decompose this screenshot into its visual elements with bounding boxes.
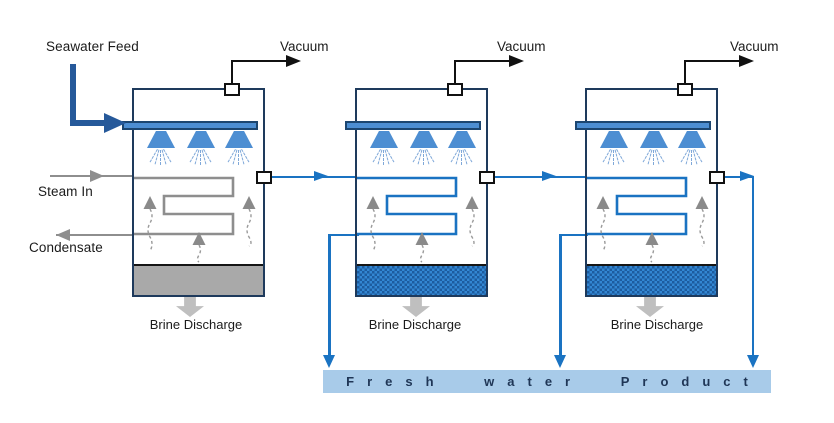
- vapor-arrow-icon: [415, 232, 429, 263]
- spray-mist: [406, 148, 442, 167]
- condensate-drain-drop-2: [328, 234, 331, 356]
- vapor-arrow-icon: [143, 196, 157, 252]
- condensate-arrowhead-icon: [56, 228, 70, 241]
- spray-mist: [444, 148, 480, 167]
- spray-mist: [674, 148, 710, 167]
- condensate-drain-arrowhead-2-icon: [323, 355, 336, 368]
- seawater-feed-arrow-run: [70, 120, 106, 126]
- flash-chamber-2: [345, 83, 495, 297]
- brine-discharge-arrow-icon: [176, 296, 204, 317]
- vacuum-port: [224, 83, 240, 96]
- final-product-drop-line: [751, 176, 755, 356]
- vapor-outlet-port: [256, 171, 272, 184]
- vapor-outlet-port: [709, 171, 725, 184]
- vapor-arrow-icon: [192, 232, 206, 263]
- final-product-arrowhead-icon: [747, 355, 759, 368]
- seawater-feed-arrow: [70, 64, 76, 126]
- brine-discharge-label-1: Brine Discharge: [149, 317, 243, 332]
- spray-nozzle-icon: [678, 131, 706, 148]
- vapor-outlet-port: [479, 171, 495, 184]
- spray-header: [345, 121, 481, 130]
- brine-discharge-arrow-icon: [636, 296, 664, 317]
- vapor-arrow-icon: [465, 196, 479, 247]
- vacuum-line-3-run: [684, 60, 741, 62]
- vapor-arrow-icon: [645, 232, 659, 263]
- brine-pool: [134, 264, 263, 295]
- spray-nozzle-icon: [147, 131, 175, 148]
- vapor-arrowhead-2-icon: [542, 170, 556, 181]
- final-vapor-line: [725, 175, 754, 179]
- vapor-arrow-icon: [596, 196, 610, 252]
- spray-nozzle-icon: [600, 131, 628, 148]
- spray-nozzle-icon: [410, 131, 438, 148]
- vacuum-arrowhead-3-icon: [739, 55, 754, 67]
- brine-pool: [357, 264, 486, 295]
- vacuum-line-3: [684, 61, 686, 84]
- fresh-water-product-bar: Fresh water Product: [323, 370, 771, 393]
- spray-nozzle-icon: [448, 131, 476, 148]
- condensate-label: Condensate: [29, 240, 103, 255]
- spray-nozzle-icon: [370, 131, 398, 148]
- spray-mist: [221, 148, 257, 167]
- fresh-water-product-label: Fresh water Product: [346, 374, 761, 389]
- condensate-drain-drop-3: [559, 234, 562, 356]
- flash-chamber-3: [575, 83, 725, 297]
- vacuum-label-1: Vacuum: [280, 39, 329, 54]
- final-vapor-arrowhead-icon: [740, 170, 754, 181]
- condensate-drain-line-2: [328, 233, 359, 237]
- vacuum-line-1-run: [231, 60, 288, 62]
- brine-discharge-label-2: Brine Discharge: [368, 317, 462, 332]
- heat-exchanger-coil: [357, 176, 458, 236]
- vacuum-arrowhead-2-icon: [509, 55, 524, 67]
- brine-discharge-arrow-icon: [402, 296, 430, 317]
- spray-mist: [183, 148, 219, 167]
- heat-exchanger-coil: [587, 176, 688, 236]
- spray-mist: [366, 148, 402, 167]
- spray-mist: [143, 148, 179, 167]
- vacuum-line-2-run: [454, 60, 511, 62]
- vacuum-arrowhead-1-icon: [286, 55, 301, 67]
- brine-pool: [587, 264, 716, 295]
- seawater-feed-arrowhead-icon: [104, 113, 126, 133]
- vacuum-port: [677, 83, 693, 96]
- spray-header: [122, 121, 258, 130]
- vacuum-label-2: Vacuum: [497, 39, 546, 54]
- heat-exchanger-coil: [134, 176, 235, 236]
- condensate-drain-arrowhead-3-icon: [554, 355, 567, 368]
- vapor-arrowhead-1-icon: [314, 170, 328, 181]
- brine-discharge-label-3: Brine Discharge: [610, 317, 704, 332]
- spray-nozzle-icon: [640, 131, 668, 148]
- vapor-arrow-icon: [242, 196, 256, 247]
- vapor-transfer-line-1: [272, 175, 355, 179]
- vapor-arrow-icon: [366, 196, 380, 252]
- seawater-feed-label: Seawater Feed: [46, 39, 139, 54]
- vacuum-line-2: [454, 61, 456, 84]
- vacuum-port: [447, 83, 463, 96]
- steam-in-arrowhead-icon: [90, 169, 104, 182]
- spray-nozzle-icon: [187, 131, 215, 148]
- condensate-line: [56, 233, 134, 237]
- flash-chamber-1: [122, 83, 272, 297]
- vacuum-line-1: [231, 61, 233, 84]
- spray-nozzle-icon: [225, 131, 253, 148]
- steam-in-label: Steam In: [38, 184, 93, 199]
- spray-mist: [596, 148, 632, 167]
- vacuum-label-3: Vacuum: [730, 39, 779, 54]
- spray-mist: [636, 148, 672, 167]
- vapor-arrow-icon: [695, 196, 709, 247]
- spray-header: [575, 121, 711, 130]
- vapor-transfer-line-2: [495, 175, 585, 179]
- condensate-drain-line-3: [559, 233, 588, 237]
